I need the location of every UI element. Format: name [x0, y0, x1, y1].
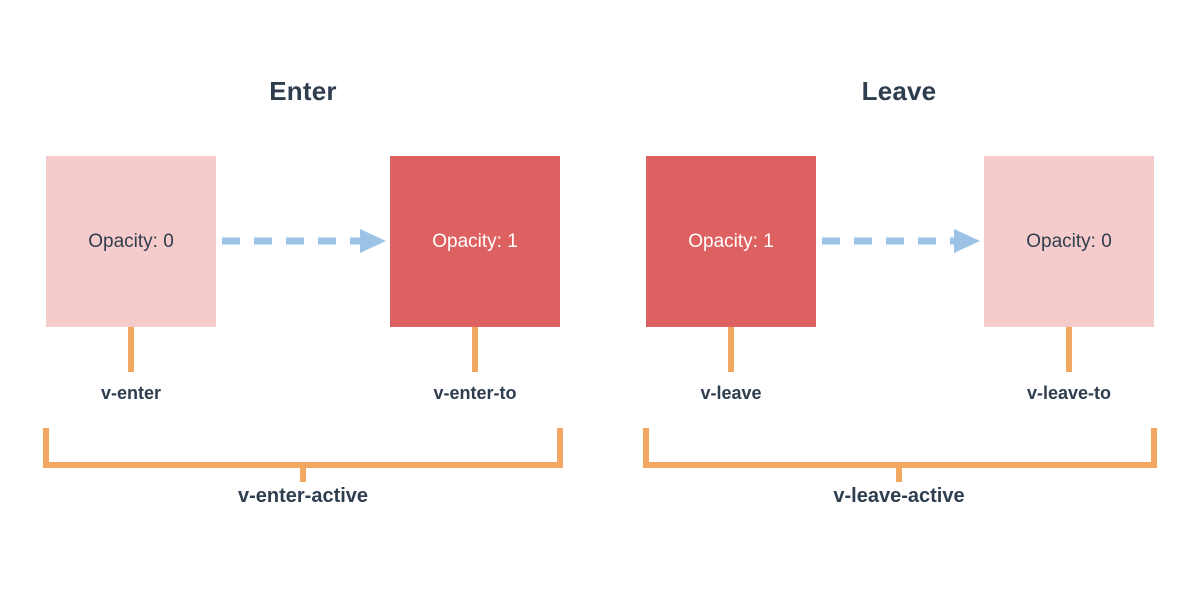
- leave-start-box-label: Opacity: 1: [688, 231, 774, 252]
- label-v-enter-to: v-enter-to: [433, 383, 517, 403]
- leave-start-box: Opacity: 1: [646, 156, 816, 327]
- label-v-enter-active: v-enter-active: [237, 485, 369, 507]
- leave-transition-arrow-head: [954, 229, 980, 253]
- enter-start-box-label: Opacity: 0: [88, 231, 174, 252]
- label-v-enter: v-enter: [100, 383, 162, 403]
- label-v-leave-to: v-leave-to: [1026, 383, 1112, 403]
- group-title-leave: Leave: [861, 76, 937, 106]
- leave-end-box: Opacity: 0: [984, 156, 1154, 327]
- label-v-leave-active: v-leave-active: [833, 485, 965, 507]
- enter-start-box: Opacity: 0: [46, 156, 216, 327]
- enter-transition-arrow-head: [360, 229, 386, 253]
- label-v-leave: v-leave: [700, 383, 762, 403]
- enter-end-box-label: Opacity: 1: [432, 231, 518, 252]
- group-title-enter: Enter: [269, 76, 337, 106]
- leave-end-box-label: Opacity: 0: [1026, 231, 1112, 252]
- enter-end-box: Opacity: 1: [390, 156, 560, 327]
